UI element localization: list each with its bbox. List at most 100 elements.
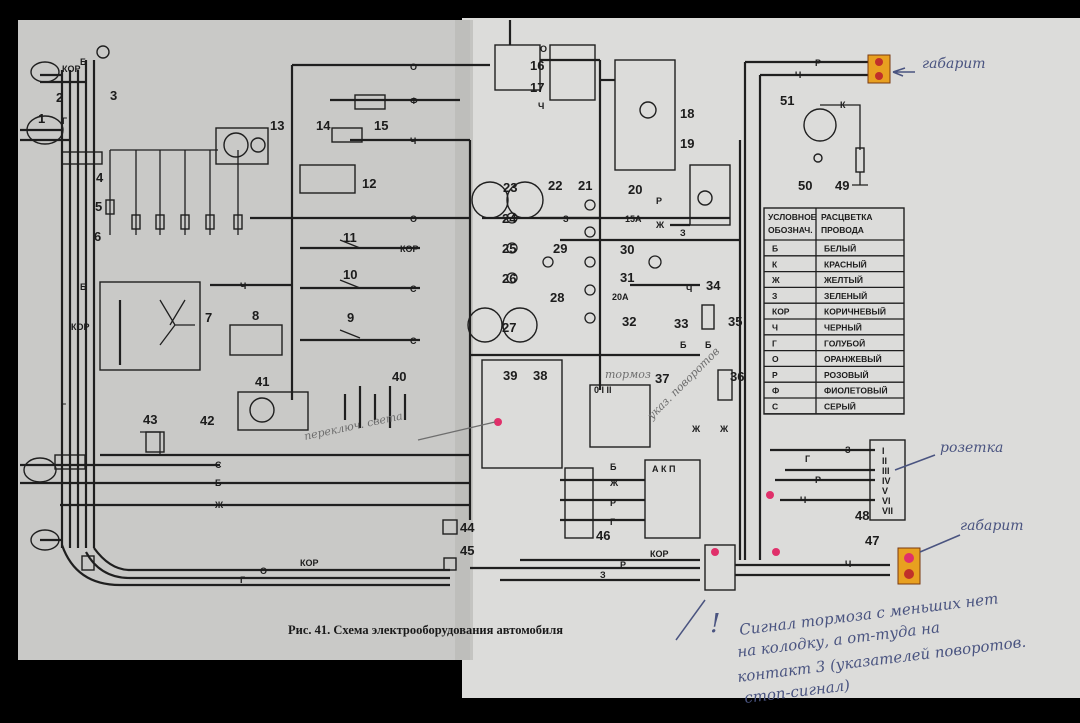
num-18: 18 (680, 106, 694, 121)
legend-color-name: ЗЕЛЕНЫЙ (824, 290, 867, 301)
num-32: 32 (622, 314, 636, 329)
num-1: 1 (38, 111, 45, 126)
num-4: 4 (96, 170, 104, 185)
num-40: 40 (392, 369, 406, 384)
num-9: 9 (347, 310, 354, 325)
num-50: 50 (798, 178, 812, 193)
svg-text:О: О (260, 566, 267, 576)
svg-text:Р: Р (815, 475, 821, 485)
legend-color-name: ОРАНЖЕВЫЙ (824, 353, 882, 364)
svg-text:Г: Г (240, 575, 245, 585)
svg-text:Б: Б (680, 340, 687, 350)
svg-text:I: I (882, 446, 885, 456)
svg-text:КОР: КОР (300, 558, 319, 568)
legend-header-right-1: РАСЦВЕТКА (821, 212, 873, 222)
num-15: 15 (374, 118, 388, 133)
svg-text:З: З (600, 570, 606, 580)
component-numbers: 1 2 3 4 5 6 7 8 9 10 11 12 13 14 15 16 1… (38, 58, 879, 558)
marker-lamp-bottom (897, 547, 921, 585)
legend-code: КОР (772, 307, 790, 317)
num-17: 17 (530, 80, 544, 95)
num-3: 3 (110, 88, 117, 103)
num-12: 12 (362, 176, 376, 191)
svg-text:О: О (410, 214, 417, 224)
legend-code: Г (772, 338, 777, 348)
svg-text:С: С (410, 336, 417, 346)
legend-color-name: ГОЛУБОЙ (824, 337, 865, 348)
num-5: 5 (95, 199, 102, 214)
svg-text:Ч: Ч (800, 495, 806, 505)
num-47: 47 (865, 533, 879, 548)
num-16: 16 (530, 58, 544, 73)
num-33: 33 (674, 316, 688, 331)
wire-codes: КОР Б Г КОР Б Г О Ф Ч О КОР С С Ч С Б Ж … (61, 44, 851, 585)
num-19: 19 (680, 136, 694, 151)
svg-text:Б: Б (215, 478, 222, 488)
svg-text:Ж: Ж (214, 500, 224, 510)
svg-text:Р: Р (620, 560, 626, 570)
num-34: 34 (706, 278, 721, 293)
num-36: 36 (730, 369, 744, 384)
svg-text:Р: Р (610, 498, 616, 508)
svg-text:Г: Г (62, 116, 67, 126)
legend-code: О (772, 354, 779, 364)
svg-text:Ж: Ж (609, 478, 619, 488)
svg-text:VI: VI (882, 496, 891, 506)
legend-code: С (772, 402, 778, 412)
num-42: 42 (200, 413, 214, 428)
svg-text:IV: IV (882, 476, 891, 486)
num-7: 7 (205, 310, 212, 325)
num-48: 48 (855, 508, 869, 523)
legend-code: Ф (772, 386, 779, 396)
num-2: 2 (56, 90, 63, 105)
legend-code: К (772, 259, 778, 269)
legend-color-name: КРАСНЫЙ (824, 258, 867, 269)
legend-code: Р (772, 370, 778, 380)
note-tormoz: тормоз (605, 368, 651, 381)
num-44: 44 (460, 520, 475, 535)
svg-text:Ч: Ч (410, 136, 416, 146)
legend-color-name: КОРИЧНЕВЫЙ (824, 306, 886, 317)
num-30: 30 (620, 242, 634, 257)
svg-text:О: О (410, 62, 417, 72)
left-components (23, 45, 407, 571)
svg-text:О: О (540, 44, 547, 54)
num-8: 8 (252, 308, 259, 323)
socket-48-pins: I II III IV V VI VII (882, 446, 893, 516)
note-exclamation: ! (710, 609, 720, 639)
legend-color-name: ФИОЛЕТОВЫЙ (824, 385, 888, 396)
svg-text:Ж: Ж (691, 424, 701, 434)
num-27: 27 (502, 320, 516, 335)
num-49: 49 (835, 178, 849, 193)
svg-text:II: II (882, 456, 887, 466)
num-22: 22 (548, 178, 562, 193)
legend-color-name: БЕЛЫЙ (824, 243, 856, 254)
num-14: 14 (316, 118, 331, 133)
num-39: 39 (503, 368, 517, 383)
svg-text:КОР: КОР (400, 244, 419, 254)
svg-text:З: З (563, 214, 569, 224)
legend-code: Б (772, 244, 778, 254)
num-38: 38 (533, 368, 547, 383)
center-components (442, 20, 906, 591)
note-rozetka: розетка (940, 440, 1003, 456)
svg-text:VII: VII (882, 506, 893, 516)
svg-text:З: З (845, 445, 851, 455)
svg-text:КОР: КОР (62, 64, 81, 74)
highlight-marks (494, 54, 921, 585)
note-gabarit-top: габарит (922, 56, 986, 72)
svg-text:Б: Б (80, 282, 87, 292)
num-23: 23 (503, 180, 517, 195)
svg-text:Ч: Ч (240, 281, 246, 291)
svg-text:Г: Г (610, 517, 615, 527)
num-20: 20 (628, 182, 642, 197)
num-51: 51 (780, 93, 794, 108)
legend-header-right-2: ПРОВОДА (821, 225, 864, 235)
svg-text:Б: Б (80, 57, 87, 67)
legend-color-name: ЖЕЛТЫЙ (823, 274, 863, 285)
svg-text:С: С (215, 460, 222, 470)
num-31: 31 (620, 270, 634, 285)
svg-text:Ч: Ч (845, 559, 851, 569)
